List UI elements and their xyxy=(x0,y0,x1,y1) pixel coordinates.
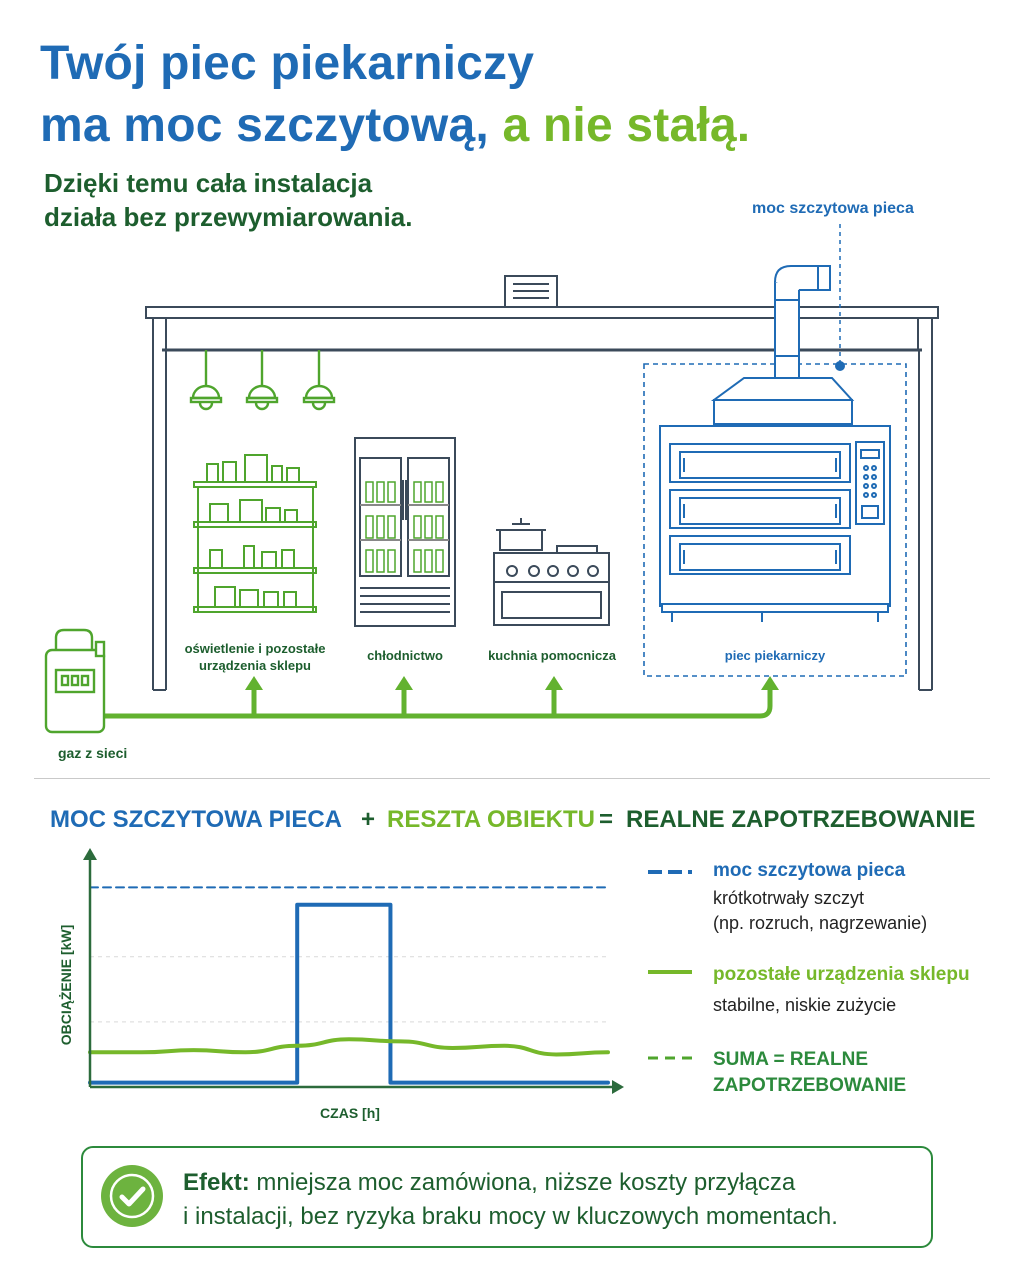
subtitle-line2: działa bez przewymiarowania. xyxy=(44,202,413,232)
legend-desc-peak-line1: krótkotrwały szczyt xyxy=(713,888,865,908)
equation-plus: + xyxy=(361,806,376,833)
check-circle-icon xyxy=(101,1165,163,1227)
arrow-up-icon xyxy=(245,676,779,690)
vent-icon xyxy=(504,275,558,308)
equation-equals: = xyxy=(599,806,614,833)
title-accent: a nie stałą. xyxy=(502,99,751,152)
peak-power-label: moc szczytowa pieca xyxy=(752,200,914,217)
legend-title-sum-line2: ZAPOTRZEBOWANIE xyxy=(713,1075,907,1096)
load-chart: CZAS [h] OBCIĄŻENIE [kW] xyxy=(58,848,624,1121)
legend-title-peak: moc szczytowa pieca xyxy=(713,860,906,881)
stove-icon xyxy=(493,518,610,626)
zone-label-lighting-line2: urządzenia sklepu xyxy=(199,658,311,673)
zone-label-lighting: oświetlenie i pozostałe urządzenia sklep… xyxy=(160,640,350,674)
zone-label-oven: piec piekarniczy xyxy=(724,648,826,663)
legend-title-sum-line1: SUMA = REALNE xyxy=(713,1049,869,1070)
result-line1: Efekt: mniejsza moc zamówiona, niższe ko… xyxy=(183,1166,838,1200)
equation-part2: RESZTA OBIEKTU xyxy=(387,806,595,833)
bakery-oven-icon xyxy=(659,425,891,622)
zone-label-lighting-line1: oświetlenie i pozostałe xyxy=(184,641,326,656)
x-axis-label: CZAS [h] xyxy=(320,1105,380,1121)
zone-label-cooling: chłodnictwo xyxy=(367,648,443,663)
page-title-line2: ma moc szczytową, a nie stałą. xyxy=(40,98,750,153)
equation-part3: REALNE ZAPOTRZEBOWANIE xyxy=(626,806,976,833)
gas-pipe xyxy=(101,687,773,719)
zone-label-kitchen: kuchnia pomocnicza xyxy=(488,648,616,663)
result-label: Efekt: xyxy=(183,1169,250,1196)
chimney-icon xyxy=(710,265,855,425)
y-axis-arrow xyxy=(83,848,97,860)
section-divider xyxy=(34,778,990,779)
result-text: Efekt: mniejsza moc zamówiona, niższe ko… xyxy=(183,1166,838,1234)
building-diagram xyxy=(44,224,939,734)
refrigerator-icon xyxy=(354,437,456,627)
shelf-icon xyxy=(193,454,317,613)
equation-part1: MOC SZCZYTOWA PIECA xyxy=(50,806,343,833)
series-line-1 xyxy=(88,1037,610,1057)
gas-meter-icon xyxy=(44,628,106,734)
result-line1-text: mniejsza moc zamówiona, niższe koszty pr… xyxy=(249,1169,796,1196)
gas-label: gaz z sieci xyxy=(58,745,128,761)
legend-desc-rest: stabilne, niskie zużycie xyxy=(713,995,897,1015)
series-line-0 xyxy=(88,902,610,1085)
subtitle-line1: Dzięki temu cała instalacja xyxy=(44,168,373,198)
x-axis-arrow xyxy=(612,1080,624,1094)
legend-desc-peak-line2: (np. rozruch, nagrzewanie) xyxy=(713,913,928,933)
page-title-line1: Twój piec piekarniczy xyxy=(40,37,535,90)
title-main: ma moc szczytową, xyxy=(40,99,489,152)
ceiling-lamp-icon xyxy=(189,350,336,411)
result-line2: i instalacji, bez ryzyka braku mocy w kl… xyxy=(183,1203,838,1230)
chart-legend-swatches xyxy=(648,870,692,1060)
result-box xyxy=(81,1146,933,1248)
legend-title-rest: pozostałe urządzenia sklepu xyxy=(713,964,970,985)
y-axis-label: OBCIĄŻENIE [kW] xyxy=(58,925,74,1046)
